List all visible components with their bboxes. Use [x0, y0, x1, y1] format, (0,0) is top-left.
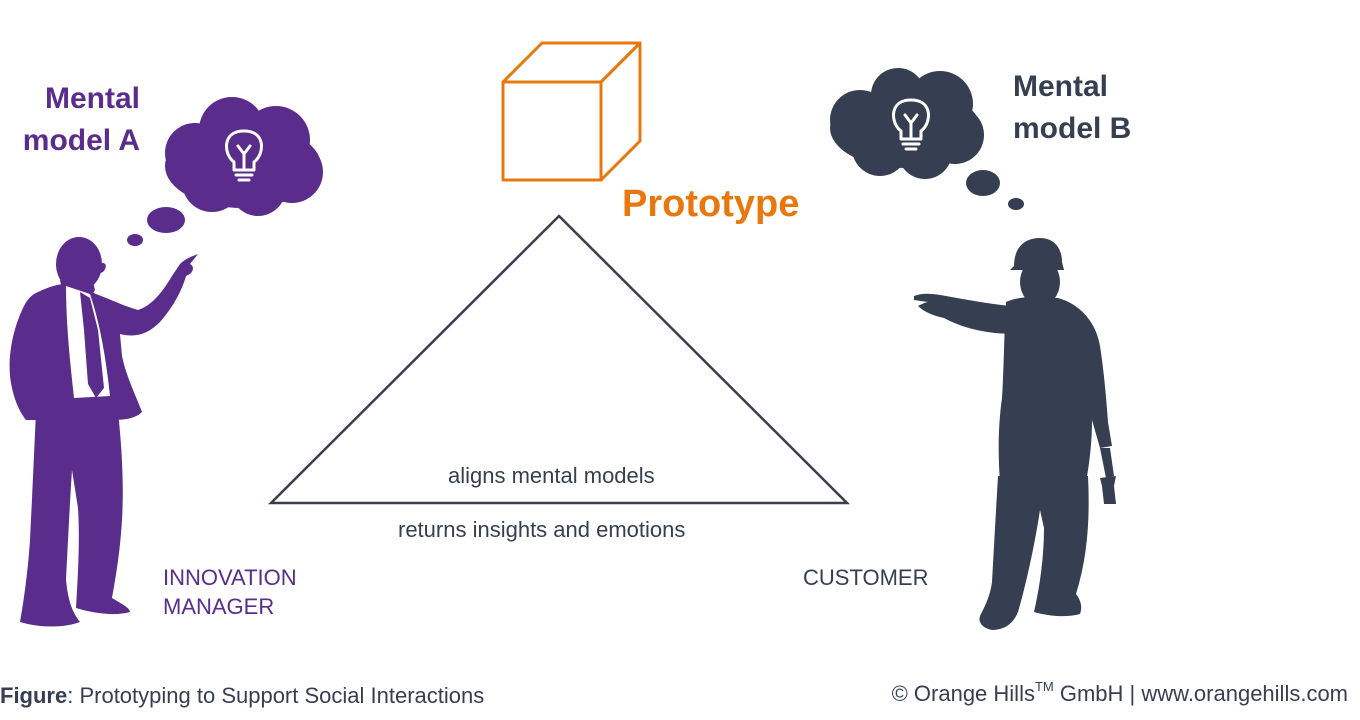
- credit-copyright: © Orange Hills: [891, 681, 1035, 706]
- customer-figure: [914, 238, 1116, 630]
- mental-model-a-line1: Mental: [44, 82, 140, 115]
- alignment-triangle: [267, 214, 851, 505]
- lightbulb-icon: [892, 98, 930, 151]
- prototype-label: Prototype: [622, 183, 800, 225]
- credit-rest: GmbH | www.orangehills.com: [1053, 681, 1348, 706]
- caption-prefix: Figure: [0, 683, 68, 708]
- cube-icon: [501, 41, 642, 182]
- innovation-manager-label: INNOVATION MANAGER: [163, 563, 297, 621]
- mental-model-b-line2: model B: [1013, 112, 1132, 145]
- mental-model-a-line2: model A: [22, 124, 140, 157]
- thought-cloud-b: [830, 68, 1024, 210]
- figure-caption: Figure: Prototyping to Support Social In…: [0, 682, 484, 710]
- credit-trademark: TM: [1034, 679, 1054, 694]
- mental-model-b-line1: Mental: [1013, 70, 1109, 103]
- role-left-line1: INNOVATION: [163, 565, 297, 590]
- caption-text: : Prototyping to Support Social Interact…: [67, 683, 485, 708]
- customer-label: CUSTOMER: [803, 565, 929, 590]
- triangle-inner-text: aligns mental models: [448, 463, 655, 488]
- thought-cloud-a: [127, 97, 323, 246]
- mental-model-a-label: Mental model A: [23, 78, 140, 162]
- role-left-line2: MANAGER: [163, 594, 275, 619]
- manager-shirt: [66, 286, 110, 398]
- mental-model-b-label: Mental model B: [1013, 66, 1131, 150]
- triangle-outer-text: returns insights and emotions: [398, 517, 686, 542]
- lightbulb-icon: [225, 129, 263, 182]
- copyright-credit: © Orange HillsTM GmbH | www.orangehills.…: [892, 680, 1348, 708]
- innovation-manager-figure: [9, 237, 199, 627]
